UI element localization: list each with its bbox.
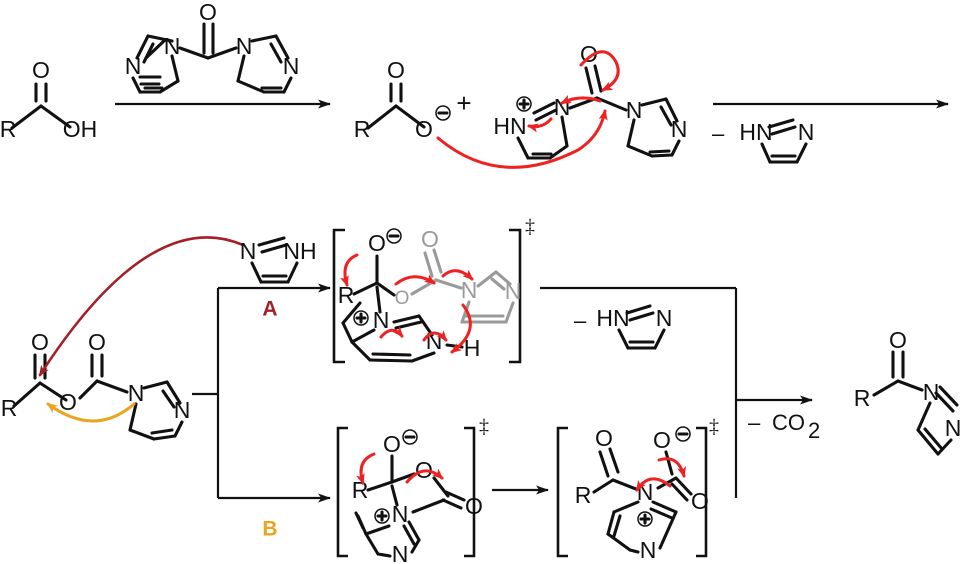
ts-b1-N-plus: N xyxy=(392,501,409,527)
carboxylate-O-minus: O xyxy=(415,116,433,142)
co2-text: CO xyxy=(772,410,805,435)
ts-b1-arrow-alkoxide xyxy=(355,452,376,485)
row2-byproduct-N: N xyxy=(656,305,673,331)
mech-arrow-co-pi xyxy=(579,50,620,92)
row2-byproduct-HN: HN xyxy=(596,305,629,331)
ts-a-arrow-c-to-n xyxy=(441,269,474,281)
byproduct-HN: HN xyxy=(739,119,772,145)
ts-b1-R: R xyxy=(352,477,369,503)
imidazole-loss-row2: – HN N xyxy=(574,304,673,350)
product-R: R xyxy=(854,385,871,411)
product-N3: N xyxy=(945,415,960,441)
ts-a-O-carbonate: O xyxy=(421,226,439,252)
imidazole-nucleophile-structure: N NH xyxy=(240,236,317,284)
ts-b2-O-carbonyl: O xyxy=(691,488,709,514)
imidazole-byproduct-row1: – HN N xyxy=(712,118,815,164)
transition-state-b2: ‡ R O N O O N xyxy=(556,416,719,563)
ts-b1-arrow-o-c xyxy=(405,468,444,484)
carboxylic-acid-structure: R O OH xyxy=(0,57,97,142)
anhydride-R: R xyxy=(1,395,18,421)
ts-a-arrow-alkoxide xyxy=(340,253,359,287)
dagger-b1: ‡ xyxy=(479,416,489,438)
protonated-cdi-N3-right: N xyxy=(671,116,688,142)
path-merge-lines xyxy=(540,286,813,498)
ts-a-negative-charge xyxy=(386,228,402,244)
mech-arrow-n-protonation xyxy=(527,117,553,133)
ts-a-arrow-ring xyxy=(379,326,404,339)
path-b-label: B xyxy=(262,518,277,541)
nucleophile-N: N xyxy=(240,238,257,264)
atom-label-OH: OH xyxy=(63,116,98,142)
ts-a-arrow-n-to-h xyxy=(450,303,472,354)
pathway-branch-lines xyxy=(192,283,331,503)
ts-b2-N-ring: N xyxy=(640,537,657,563)
protonated-cdi-N1-right: N xyxy=(626,97,643,123)
dagger-b2: ‡ xyxy=(709,416,719,438)
byproduct-N: N xyxy=(798,119,815,145)
ts-b1-O-carbonyl: O xyxy=(465,493,483,519)
mech-arrow-carboxylate-attack xyxy=(436,109,608,169)
product-O: O xyxy=(889,327,907,353)
atom-label-R: R xyxy=(0,116,16,142)
path-a-label: A xyxy=(262,298,277,321)
ts-b1-O-minus: O xyxy=(383,431,401,457)
positive-charge-circle xyxy=(516,96,532,112)
transition-state-b1: ‡ O R O N O N xyxy=(336,416,489,564)
negative-charge-circle xyxy=(435,105,451,121)
cdi-N1-right: N xyxy=(236,33,253,59)
acyl-imidazole-product-structure: R O N N xyxy=(854,327,960,456)
ts-a-arrow-nh xyxy=(422,330,448,342)
co2-subscript: 2 xyxy=(808,418,820,443)
ts-a-positive-charge xyxy=(353,310,369,326)
ts-b1-negative-charge xyxy=(402,429,418,445)
ts-a-R: R xyxy=(338,282,355,308)
ts-b1-N-ring: N xyxy=(392,541,409,564)
ts-a-H: H xyxy=(464,335,481,361)
ts-b2-positive-charge xyxy=(637,511,653,527)
ts-b2-O-acyl: O xyxy=(595,425,613,451)
ts-b1-positive-charge xyxy=(374,508,390,524)
ts-a-arrow-o-to-c xyxy=(394,274,436,286)
transition-state-a: ‡ O R O N O N N N H xyxy=(332,216,535,364)
ts-b2-arrow-carboxylate xyxy=(657,457,686,478)
anhydride-O-acyl: O xyxy=(31,329,49,355)
protonated-cdi-structure: O N HN N N xyxy=(493,41,688,160)
carboxylate-R: R xyxy=(354,116,371,142)
carboxylate-O-double: O xyxy=(387,57,405,83)
product-N1: N xyxy=(923,379,940,405)
cdi-carbonyl-O: O xyxy=(199,0,217,25)
carboxylate-anion-structure: R O O xyxy=(354,57,451,142)
cdi-N3-right: N xyxy=(283,53,300,79)
nucleophile-NH: NH xyxy=(283,238,316,264)
ts-a-N-plus: N xyxy=(373,307,390,333)
protonated-cdi-HN: HN xyxy=(493,113,526,139)
minus-sign-imidazole-row2: – xyxy=(574,308,587,333)
atom-label-O: O xyxy=(32,57,50,83)
minus-sign-imidazole-row1: – xyxy=(712,121,725,146)
co2-loss-label: – CO 2 xyxy=(748,410,820,443)
minus-sign-co2: – xyxy=(748,410,761,435)
mech-arrow-path-b-orange xyxy=(46,402,136,423)
ts-b2-O-minus: O xyxy=(653,427,671,453)
ts-a-O-bridge: O xyxy=(395,288,410,309)
mech-arrow-c-to-n xyxy=(560,94,602,105)
acyl-carbonate-imidazolide-structure: R O O O N N xyxy=(1,329,191,441)
ts-a-N-imid: N xyxy=(461,277,478,303)
ts-b2-negative-charge xyxy=(675,426,691,442)
anhydride-O-carbonate: O xyxy=(88,329,106,355)
ts-b2-R: R xyxy=(575,482,592,508)
anhydride-N3: N xyxy=(174,397,191,423)
plus-sign-row1: + xyxy=(456,88,471,118)
cdi-reagent-structure: O N N N N xyxy=(125,0,300,94)
dagger-a: ‡ xyxy=(525,216,535,238)
anhydride-O-bridge: O xyxy=(59,389,77,415)
ts-b2-arrow-c-n xyxy=(635,477,672,492)
ts-a-O-minus: O xyxy=(368,230,386,256)
cdi-N3-left: N xyxy=(125,53,142,79)
mech-arrow-imidazole-attack-long xyxy=(38,236,245,377)
anhydride-N1: N xyxy=(128,380,145,406)
